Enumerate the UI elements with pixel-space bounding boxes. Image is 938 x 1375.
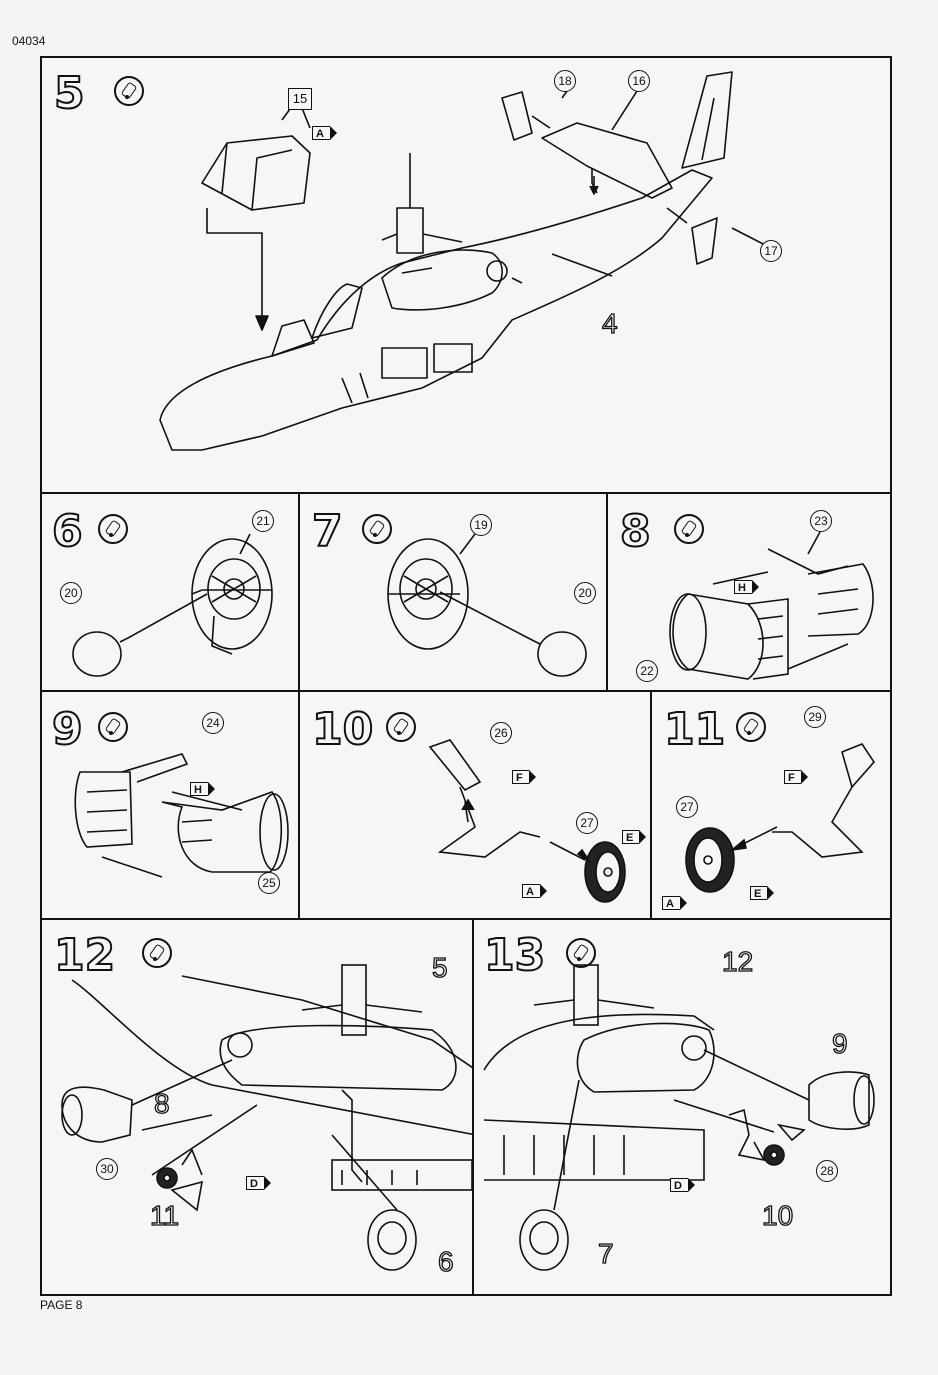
assembly-number: 10 <box>761 1200 794 1231</box>
document-code: 04034 <box>12 34 46 48</box>
part-callout: 28 <box>816 1160 838 1182</box>
part-callout: 17 <box>760 240 782 262</box>
assembly-number: 12 <box>721 946 754 977</box>
glue-tube-icon <box>142 938 172 968</box>
sprue-tag: D <box>670 1177 695 1192</box>
page-label: PAGE 8 <box>40 1298 83 1312</box>
part-callout: 29 <box>804 706 826 728</box>
step-9-panel: 9 24 H 25 <box>40 690 300 920</box>
part-callout: 16 <box>628 70 650 92</box>
sprue-tag: A <box>662 895 687 910</box>
part-callout: 22 <box>636 660 658 682</box>
glue-tube-icon <box>98 514 128 544</box>
step-13-panel: 13 12 9 28 D 10 7 <box>472 918 892 1296</box>
assembly-number: 8 <box>153 1088 170 1119</box>
sprue-tag: A <box>522 883 547 898</box>
sprue-tag: A <box>312 125 337 140</box>
step-11-landing-gear-drawing <box>685 743 876 893</box>
step-number: 5 <box>53 68 86 119</box>
part-callout: 24 <box>202 712 224 734</box>
step-number: 6 <box>51 506 84 557</box>
assembly-number: 7 <box>597 1238 614 1269</box>
step-11-panel: 11 29 F 27 E A <box>650 690 892 920</box>
sprue-tag: F <box>512 769 536 784</box>
sprue-tag: E <box>750 885 775 900</box>
sprue-tag: E <box>622 829 647 844</box>
sprue-tag: F <box>784 769 808 784</box>
step-8-panel: 8 23 H 22 <box>606 492 892 692</box>
step-5-panel: 5 <box>40 56 892 494</box>
step-10-landing-gear-drawing <box>428 739 626 903</box>
step-number: 12 <box>53 930 116 981</box>
glue-tube-icon <box>674 514 704 544</box>
step-7-intake-drawing <box>387 533 587 677</box>
step-7-panel: 7 19 20 <box>298 492 608 692</box>
assembly-number: 6 <box>437 1246 454 1277</box>
step-number: 9 <box>51 704 84 755</box>
part-number-box: 15 <box>288 88 312 110</box>
sprue-tag: H <box>734 579 759 594</box>
glue-tube-icon <box>362 514 392 544</box>
assembly-number: 9 <box>831 1028 848 1059</box>
step-13-assembly-drawing <box>483 964 875 1271</box>
glue-tube-icon <box>386 712 416 742</box>
step-number: 7 <box>311 506 344 557</box>
glue-tube-icon <box>566 938 596 968</box>
part-callout: 25 <box>258 872 280 894</box>
part-callout: 18 <box>554 70 576 92</box>
glue-tube-icon <box>736 712 766 742</box>
step-number: 11 <box>663 704 726 755</box>
step-12-assembly-drawing <box>61 964 472 1271</box>
part-callout: 26 <box>490 722 512 744</box>
step-5-helicopter-drawing <box>159 71 768 451</box>
part-callout: 30 <box>96 1158 118 1180</box>
step-8-exhaust-drawing <box>669 531 874 680</box>
part-callout: 19 <box>470 514 492 536</box>
step-10-panel: 10 26 F 27 E A <box>298 690 652 920</box>
part-callout: 20 <box>574 582 596 604</box>
sprue-tag: H <box>190 781 215 796</box>
part-callout: 21 <box>252 510 274 532</box>
part-callout: 27 <box>676 796 698 818</box>
step-6-panel: 6 21 20 <box>40 492 300 692</box>
step-number: 10 <box>311 704 374 755</box>
part-callout: 20 <box>60 582 82 604</box>
step-12-panel: 12 5 8 30 D 11 6 <box>40 918 474 1296</box>
assembly-number: 11 <box>149 1200 180 1231</box>
part-callout: 23 <box>810 510 832 532</box>
assembly-number: 5 <box>431 952 448 983</box>
sprue-tag: D <box>246 1175 271 1190</box>
assembly-number: 4 <box>601 308 618 339</box>
step-number: 8 <box>619 506 652 557</box>
glue-tube-icon <box>98 712 128 742</box>
glue-tube-icon <box>114 76 144 106</box>
step-6-intake-drawing <box>72 533 273 677</box>
step-number: 13 <box>483 930 546 981</box>
part-callout: 27 <box>576 812 598 834</box>
